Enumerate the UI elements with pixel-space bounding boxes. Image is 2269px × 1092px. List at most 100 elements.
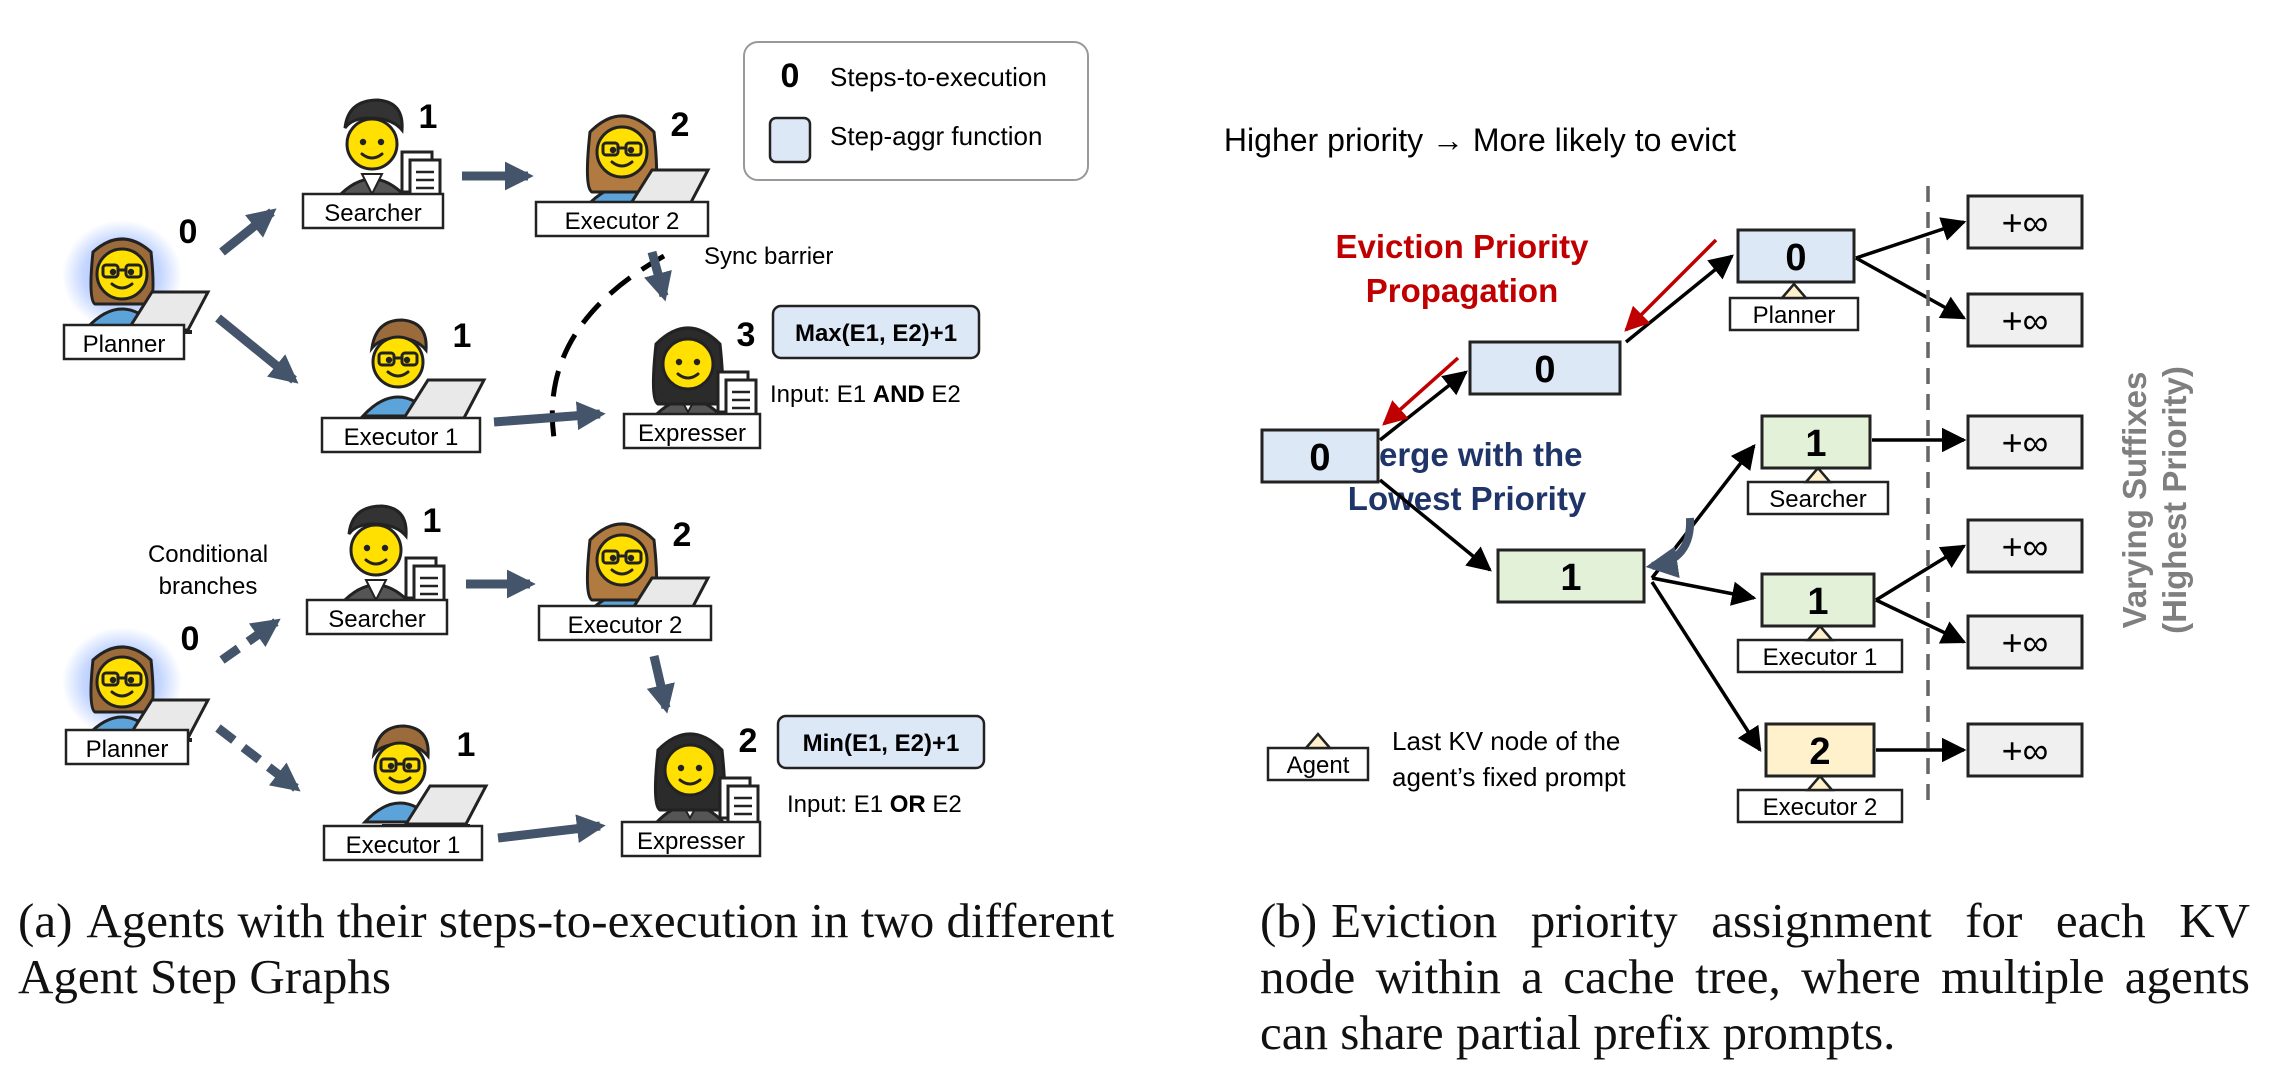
- planner2-steps: 0: [181, 620, 200, 658]
- edge-planner-searcher: [219, 208, 277, 256]
- svg-text:+∞: +∞: [2002, 202, 2049, 243]
- legend-function-swatch: [768, 116, 812, 164]
- svg-text:+∞: +∞: [2002, 730, 2049, 771]
- planner2-avatar: [87, 647, 208, 740]
- kv-node-planner: 0: [1736, 228, 1856, 284]
- searcher2-steps: 1: [423, 502, 442, 540]
- executor1b-label: Executor 1: [346, 832, 461, 859]
- conditional-line1: Conditional: [148, 541, 268, 568]
- suffix-node: +∞: [1966, 614, 2084, 670]
- kv-node-executor2: 2: [1764, 722, 1876, 778]
- suffix-node: +∞: [1966, 414, 2084, 470]
- expresser2-steps: 2: [739, 722, 758, 760]
- planner2-label: Planner: [86, 736, 169, 763]
- legend-desc-line1: Last KV node of the: [1392, 726, 1620, 756]
- planner-avatar: [87, 239, 208, 332]
- propagation-line2: Propagation: [1366, 272, 1559, 309]
- min-function-box: [776, 714, 986, 770]
- kv-node-searcher: 1: [1760, 414, 1872, 470]
- executor2b-label: Executor 2: [568, 612, 683, 639]
- svg-text:Executor 2: Executor 2: [1763, 794, 1878, 821]
- sync-barrier-label: Sync barrier: [704, 243, 833, 270]
- propagation-line1: Eviction Priority: [1335, 228, 1589, 265]
- legend-agent-tag: Agent: [1287, 752, 1350, 779]
- planner-steps: 0: [179, 213, 198, 251]
- executor2-avatar: [587, 116, 708, 210]
- max-function-text: Max(E1, E2)+1: [795, 320, 957, 347]
- suffix-node: +∞: [1966, 194, 2084, 250]
- panel-a: 0 Steps-to-execution Step-aggr function …: [62, 41, 1089, 862]
- priority-direction-label: Higher priority → More likely to evict: [1224, 122, 1736, 158]
- executor2-steps: 2: [671, 106, 690, 144]
- svg-text:0: 0: [1534, 349, 1555, 391]
- expresser2-label: Expresser: [637, 828, 745, 855]
- conditional-line2: branches: [159, 573, 258, 600]
- kv-node-executor1: 1: [1760, 572, 1876, 628]
- kv-node-mid-top: 0: [1468, 340, 1622, 396]
- edge-executor2-expresser: [644, 250, 672, 302]
- merge-line1: Merge with the: [1351, 436, 1582, 473]
- suffix-node: +∞: [1966, 722, 2084, 778]
- svg-text:2: 2: [1809, 731, 1830, 773]
- agent-step-graph-1: Planner 0 Searcher 1 Executor 2 2 Execut…: [62, 98, 981, 454]
- svg-text:1: 1: [1560, 557, 1581, 599]
- executor2-label: Executor 2: [565, 208, 680, 235]
- tree-edges: [1378, 217, 1967, 763]
- tag-planner: Planner: [1728, 282, 1860, 332]
- svg-text:Planner: Planner: [1753, 302, 1836, 329]
- kv-node-root: 0: [1260, 428, 1380, 484]
- edge2-executor1-expresser: [497, 814, 606, 843]
- searcher-steps: 1: [419, 98, 438, 136]
- executor2b-steps: 2: [673, 516, 692, 554]
- svg-text:1: 1: [1807, 581, 1828, 623]
- agent-step-graph-2: Conditional branches Planner 0 Searcher …: [62, 502, 986, 862]
- legend-box: 0 Steps-to-execution Step-aggr function: [743, 41, 1089, 181]
- panel-b: Higher priority → More likely to evict E…: [1224, 122, 2193, 824]
- legend-desc-line2: agent’s fixed prompt: [1392, 762, 1626, 792]
- expresser-label: Expresser: [638, 420, 746, 447]
- svg-text:(Highest Priority): (Highest Priority): [2156, 366, 2193, 634]
- suffix-node: +∞: [1966, 292, 2084, 348]
- edge2-planner-searcher: [219, 618, 281, 664]
- executor1b-steps: 1: [457, 726, 476, 764]
- svg-text:0: 0: [1785, 237, 1806, 279]
- executor1-steps: 1: [453, 317, 472, 355]
- edge2-planner-executor1: [215, 724, 301, 792]
- min-function-text: Min(E1, E2)+1: [803, 730, 960, 757]
- caption-b: (b)Eviction priority assignment for each…: [1260, 893, 2250, 1060]
- searcher-label: Searcher: [324, 200, 421, 227]
- suffix-side-label: Varying Suffixes (Highest Priority): [2116, 366, 2193, 634]
- merge-line2: Lowest Priority: [1348, 480, 1587, 517]
- svg-text:Executor 1: Executor 1: [1763, 644, 1878, 671]
- expresser-steps: 3: [737, 316, 756, 354]
- tag-executor2: Executor 2: [1736, 774, 1904, 824]
- legend-function-label: Step-aggr function: [830, 121, 1042, 151]
- max-function-box: [771, 304, 981, 360]
- tag-searcher: Searcher: [1746, 466, 1890, 516]
- svg-text:+∞: +∞: [2002, 622, 2049, 663]
- merge-arrow: [1645, 517, 1695, 579]
- svg-text:+∞: +∞: [2002, 422, 2049, 463]
- caption-a: (a)Agents with their steps-to-execution …: [18, 893, 1115, 1004]
- tree-legend: Agent Last KV node of the agent’s fixed …: [1266, 726, 1626, 792]
- and-input-text: Input: E1 AND E2: [770, 381, 961, 408]
- tag-executor1: Executor 1: [1736, 624, 1904, 674]
- svg-text:+∞: +∞: [2002, 526, 2049, 567]
- svg-text:Searcher: Searcher: [1769, 486, 1866, 513]
- legend-number-sample: 0: [781, 57, 800, 95]
- propagation-arrow-1: [1382, 356, 1460, 426]
- searcher2-label: Searcher: [328, 606, 425, 633]
- propagation-arrow-2: [1624, 238, 1718, 332]
- svg-text:1: 1: [1805, 423, 1826, 465]
- svg-text:Varying Suffixes: Varying Suffixes: [2116, 372, 2153, 629]
- edge-executor1-expresser: [493, 401, 606, 431]
- edge-planner-executor1: [215, 314, 299, 384]
- planner-label: Planner: [83, 331, 166, 358]
- or-input-text: Input: E1 OR E2: [787, 791, 962, 818]
- edge2-executor2-expresser: [646, 654, 675, 714]
- legend-number-label: Steps-to-execution: [830, 62, 1047, 92]
- svg-text:+∞: +∞: [2002, 300, 2049, 341]
- kv-node-mid-bottom: 1: [1496, 548, 1646, 604]
- suffix-node: +∞: [1966, 518, 2084, 574]
